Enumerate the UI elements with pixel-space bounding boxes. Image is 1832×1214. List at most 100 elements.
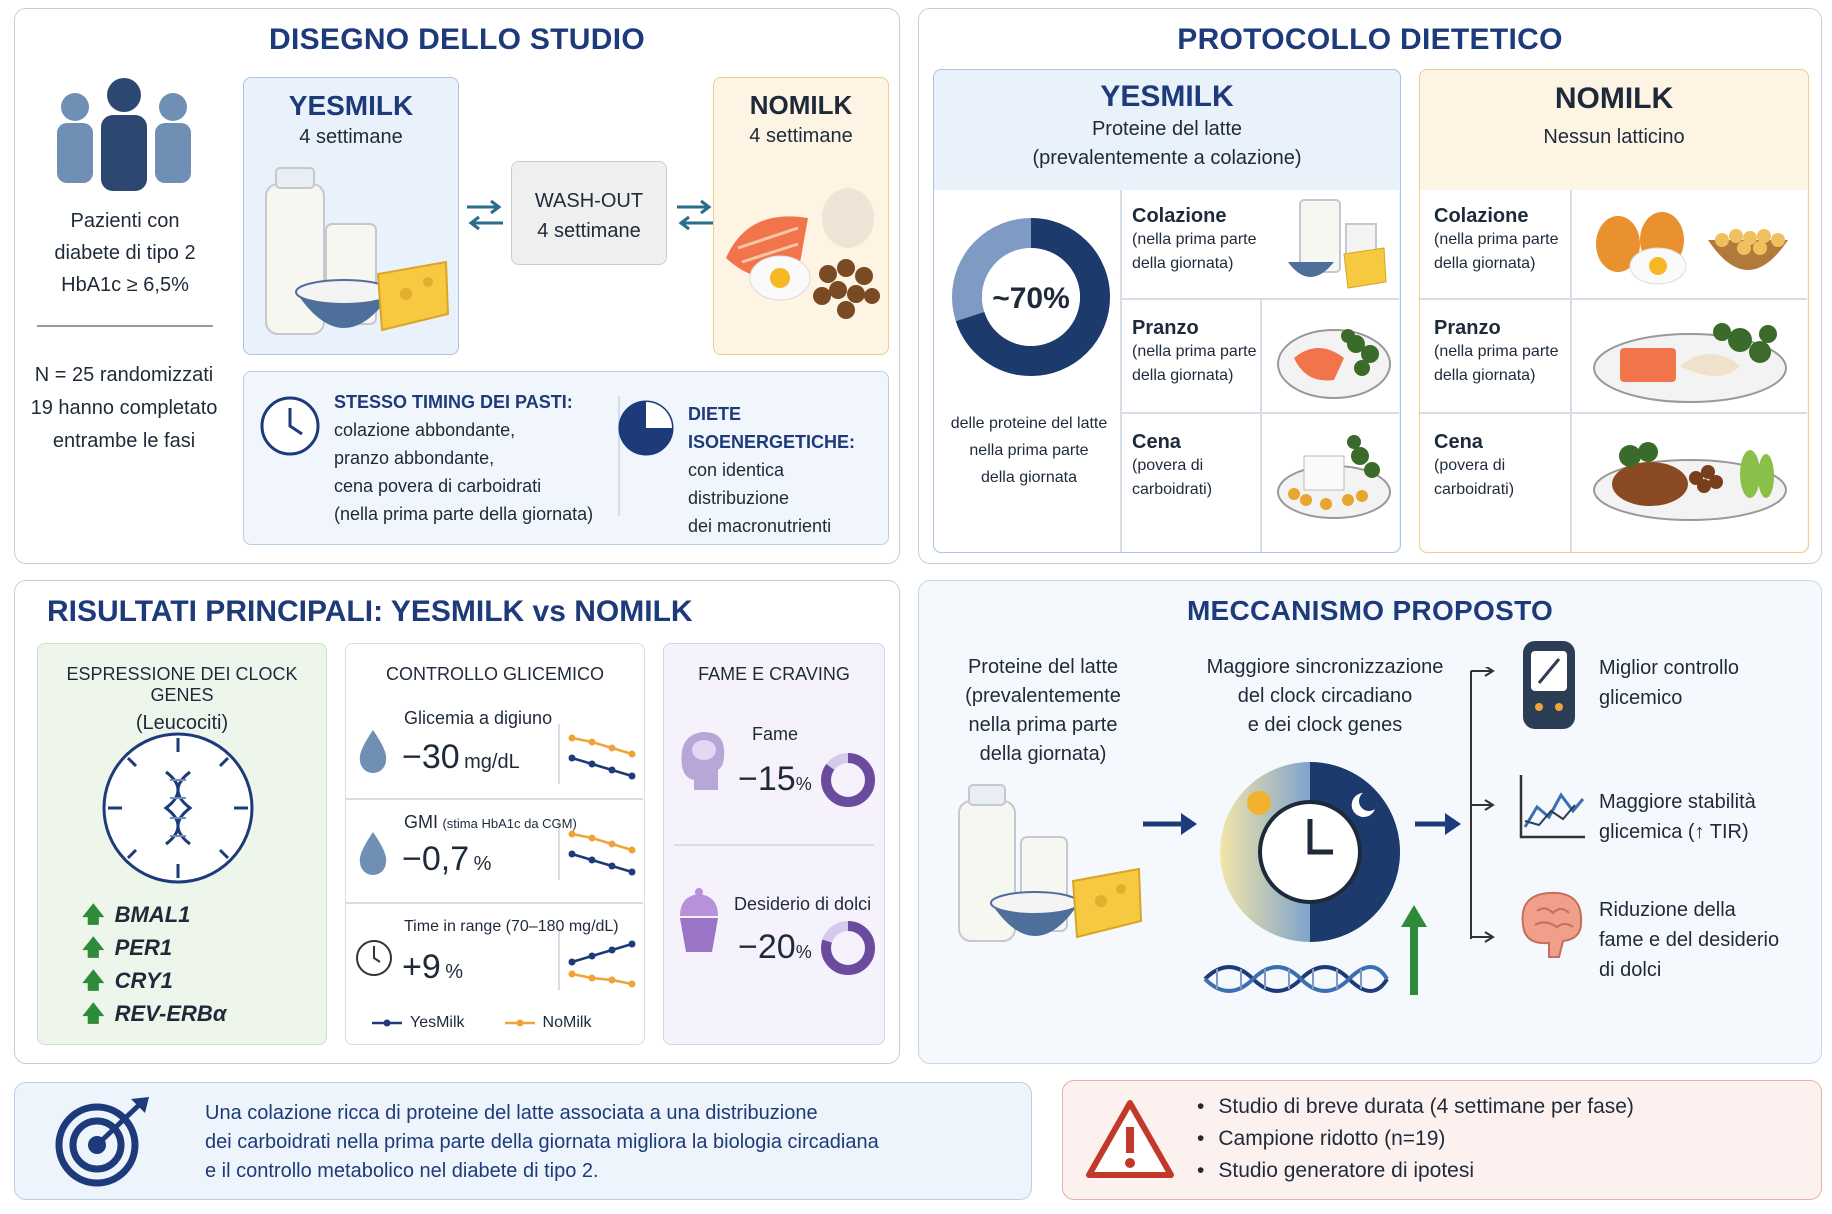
timing-text: STESSO TIMING DEI PASTI: colazione abbon… bbox=[334, 392, 594, 524]
yesmilk-protocol-sub2: (prevalentemente a colazione) bbox=[1032, 147, 1302, 169]
cheese-veg-plate-icon bbox=[1277, 435, 1391, 519]
pie-quarter-icon bbox=[618, 400, 674, 456]
conclusion-box: Una colazione ricca di proteine del latt… bbox=[14, 1082, 1032, 1200]
hunger-value: −15% bbox=[738, 760, 812, 798]
mechanism-title: MECCANISMO PROPOSTO bbox=[1186, 595, 1554, 626]
milk-protein-donut bbox=[952, 218, 1110, 376]
gene-per1: 🡅PER1 bbox=[82, 935, 173, 960]
limitation-item: Studio di breve durata (4 settimane per … bbox=[1197, 1095, 1634, 1119]
no-meal-lunch: Pranzo (nella prima parte della giornata… bbox=[1434, 317, 1559, 384]
nomilk-protocol-name: NOMILK bbox=[1554, 82, 1674, 115]
results-title: RISULTATI PRINCIPALI: YESMILK vs NOMILK bbox=[47, 595, 693, 628]
study-design-title: DISEGNO DELLO STUDIO bbox=[268, 23, 646, 56]
tir-label: Time in range (70–180 mg/dL) bbox=[404, 918, 619, 935]
green-up-arrow-icon bbox=[1401, 905, 1427, 995]
diet-protocol-panel: PROTOCOLLO DIETETICO YESMILK Proteine de… bbox=[918, 8, 1822, 564]
outcome-bracket bbox=[1470, 667, 1495, 943]
meat-veg-plate-icon bbox=[1593, 442, 1787, 521]
hunger-craving-box: FAME E CRAVING Fame −15% Desiderio di do… bbox=[663, 643, 885, 1045]
limitations-box: Studio di breve durata (4 settimane per … bbox=[1062, 1080, 1822, 1200]
fish-chicken-plate-icon bbox=[1593, 323, 1787, 403]
eggs-chickpeas-icon bbox=[1596, 212, 1788, 285]
yesmilk-protocol-name: YESMILK bbox=[1100, 80, 1234, 113]
isoenergetic-text: DIETE ISOENERGETICHE: con identica distr… bbox=[688, 404, 856, 536]
gene-cry1: 🡅CRY1 bbox=[82, 968, 173, 993]
fasting-glucose-value: −30 mg/dL bbox=[402, 738, 520, 776]
gmi-value: −0,7 % bbox=[402, 840, 492, 878]
no-meal-dinner: Cena (povera di carboidrati) bbox=[1434, 431, 1515, 498]
yesmilk-arm-box: YESMILK 4 settimane bbox=[243, 77, 459, 355]
hunger-label: Fame bbox=[752, 724, 799, 744]
dna-icon bbox=[1203, 965, 1389, 993]
day-night-clock-icon bbox=[1220, 762, 1400, 942]
arrow-right-icon bbox=[1415, 813, 1461, 835]
brain-head-icon bbox=[681, 732, 725, 790]
hunger-title: FAME E CRAVING bbox=[698, 664, 850, 684]
divider bbox=[37, 325, 213, 327]
switch-arrows-left bbox=[467, 199, 503, 231]
sweets-label: Desiderio di dolci bbox=[734, 894, 872, 914]
target-icon bbox=[55, 1097, 149, 1187]
clock-genes-box: ESPRESSIONE DEI CLOCK GENES (Leucociti) … bbox=[37, 643, 327, 1045]
clock-icon bbox=[260, 396, 320, 456]
sweets-reduction-donut bbox=[821, 921, 875, 975]
gmi-label: GMI (stima HbA1c da CGM) bbox=[404, 812, 577, 832]
protein-foods-icon bbox=[726, 188, 880, 319]
hunger-reduction-donut bbox=[821, 753, 875, 807]
salmon-plate-icon bbox=[1277, 329, 1391, 399]
tir-value: +9 % bbox=[402, 948, 464, 986]
diet-protocol-title: PROTOCOLLO DIETETICO bbox=[1177, 23, 1563, 56]
donut-label: ~70% bbox=[992, 282, 1070, 315]
yes-meal-breakfast: Colazione (nella prima parte della giorn… bbox=[1132, 205, 1257, 272]
nomilk-arm-duration: 4 settimane bbox=[749, 125, 853, 147]
trend-mini-chart bbox=[568, 940, 636, 988]
patients-icon bbox=[57, 78, 191, 191]
dairy-products-icon bbox=[265, 167, 450, 335]
glucometer-icon bbox=[1523, 641, 1575, 729]
line-chart-icon bbox=[1519, 775, 1585, 839]
clock-genes-title: ESPRESSIONE DEI CLOCK GENES bbox=[66, 664, 298, 705]
nomilk-protocol-box: NOMILK Nessun latticino Colazione (nella… bbox=[1419, 69, 1809, 553]
meal-timing-box: STESSO TIMING DEI PASTI: colazione abbon… bbox=[243, 371, 889, 545]
gene-bmal1: 🡅BMAL1 bbox=[82, 902, 191, 927]
drop-icon bbox=[359, 730, 387, 773]
dairy-products-icon bbox=[958, 784, 1143, 942]
limitation-item: Studio generatore di ipotesi bbox=[1197, 1159, 1634, 1183]
brain-icon bbox=[1521, 891, 1583, 958]
yes-meal-lunch: Pranzo (nella prima parte della giornata… bbox=[1132, 317, 1257, 384]
trend-mini-chart bbox=[568, 830, 636, 876]
clock-genes-list: 🡅BMAL1 🡅PER1 🡅CRY1 🡅REV-ERBα bbox=[82, 900, 226, 1032]
trend-mini-chart bbox=[568, 734, 636, 780]
dairy-breakfast-icon bbox=[1288, 199, 1387, 289]
warning-icon bbox=[1086, 1100, 1174, 1178]
mechanism-panel: MECCANISMO PROPOSTO Proteine del latte(p… bbox=[918, 580, 1822, 1064]
yes-meal-dinner: Cena (povera di carboidrati) bbox=[1132, 431, 1213, 498]
limitation-item: Campione ridotto (n=19) bbox=[1197, 1127, 1634, 1151]
nomilk-protocol-sub1: Nessun latticino bbox=[1543, 126, 1685, 148]
sweets-value: −20% bbox=[738, 928, 812, 966]
no-meal-breakfast: Colazione (nella prima parte della giorn… bbox=[1434, 205, 1559, 272]
drop-icon bbox=[359, 832, 387, 875]
conclusion-text: Una colazione ricca di proteine del latt… bbox=[205, 1102, 879, 1182]
glycemic-title: CONTROLLO GLICEMICO bbox=[385, 664, 605, 684]
yesmilk-arm-name: YESMILK bbox=[288, 90, 414, 121]
results-panel: RISULTATI PRINCIPALI: YESMILK vs NOMILK … bbox=[14, 580, 900, 1064]
arrow-right-icon bbox=[1143, 813, 1197, 835]
fasting-glucose-label: Glicemia a digiuno bbox=[404, 708, 553, 728]
clock-icon bbox=[356, 940, 392, 976]
gene-rev-erba: 🡅REV-ERBα bbox=[82, 1001, 227, 1026]
dna-clock-icon bbox=[102, 732, 254, 884]
yesmilk-arm-duration: 4 settimane bbox=[299, 126, 403, 148]
yesmilk-protocol-sub1: Proteine del latte bbox=[1091, 118, 1243, 140]
cupcake-icon bbox=[680, 888, 718, 952]
yesmilk-protocol-box: YESMILK Proteine del latte (prevalenteme… bbox=[933, 69, 1401, 553]
glycemic-legend: YesMilk NoMilk bbox=[372, 1014, 591, 1032]
